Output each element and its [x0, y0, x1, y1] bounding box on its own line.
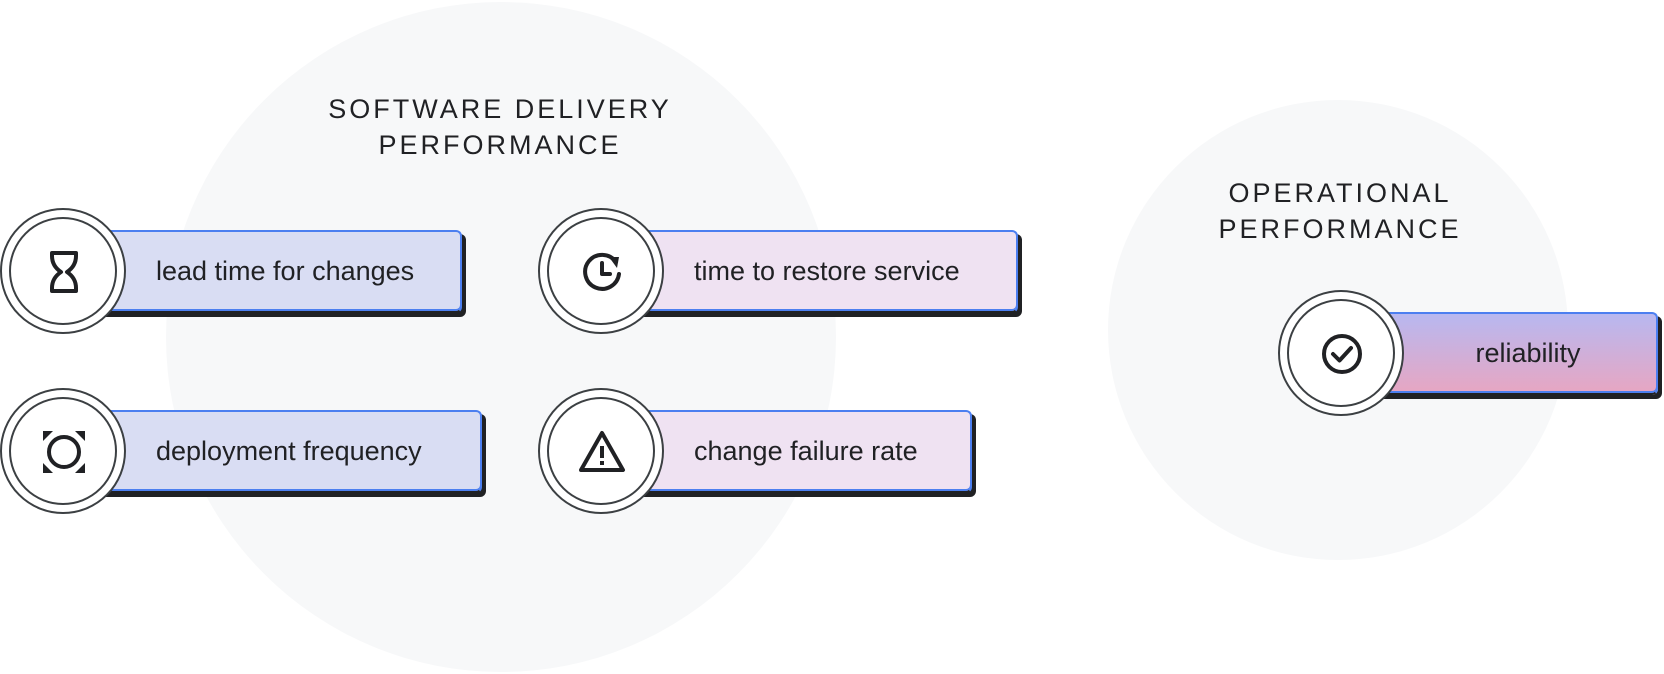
software-delivery-title: SOFTWARE DELIVERY PERFORMANCE	[310, 91, 690, 163]
restore-clock-icon	[583, 252, 621, 291]
metric-pill: time to restore service	[638, 230, 1018, 313]
metric-label: lead time for changes	[156, 256, 415, 286]
operational-title: OPERATIONAL PERFORMANCE	[1190, 175, 1490, 247]
software-delivery-title-line1: SOFTWARE DELIVERY	[328, 94, 672, 124]
metric-pill: lead time for changes	[100, 230, 462, 313]
software-delivery-title-line2: PERFORMANCE	[378, 130, 622, 160]
metric-pill: change failure rate	[638, 410, 972, 493]
metric-change-failure-rate: change failure rate	[538, 388, 978, 518]
operational-title-line1: OPERATIONAL	[1228, 178, 1452, 208]
metric-lead-time: lead time for changes	[0, 208, 470, 338]
deployment-icon	[43, 431, 85, 473]
metric-label: time to restore service	[694, 256, 960, 286]
metric-label: deployment frequency	[156, 436, 422, 466]
warning-icon	[579, 431, 625, 472]
metric-label: change failure rate	[694, 436, 918, 466]
icon-badge	[1278, 290, 1404, 416]
icon-badge	[538, 388, 664, 514]
metric-deployment-frequency: deployment frequency	[0, 388, 490, 518]
check-circle-icon	[1322, 334, 1362, 374]
icon-badge	[538, 208, 664, 334]
software-delivery-circle	[166, 2, 836, 672]
metric-pill: reliability	[1378, 312, 1658, 395]
operational-title-line2: PERFORMANCE	[1218, 214, 1462, 244]
metric-pill: deployment frequency	[100, 410, 482, 493]
hourglass-icon	[50, 251, 78, 293]
metric-restore-time: time to restore service	[538, 208, 1028, 338]
metric-reliability: reliability	[1278, 290, 1662, 420]
icon-badge	[0, 208, 126, 334]
icon-badge	[0, 388, 126, 514]
metric-label: reliability	[1475, 338, 1581, 368]
